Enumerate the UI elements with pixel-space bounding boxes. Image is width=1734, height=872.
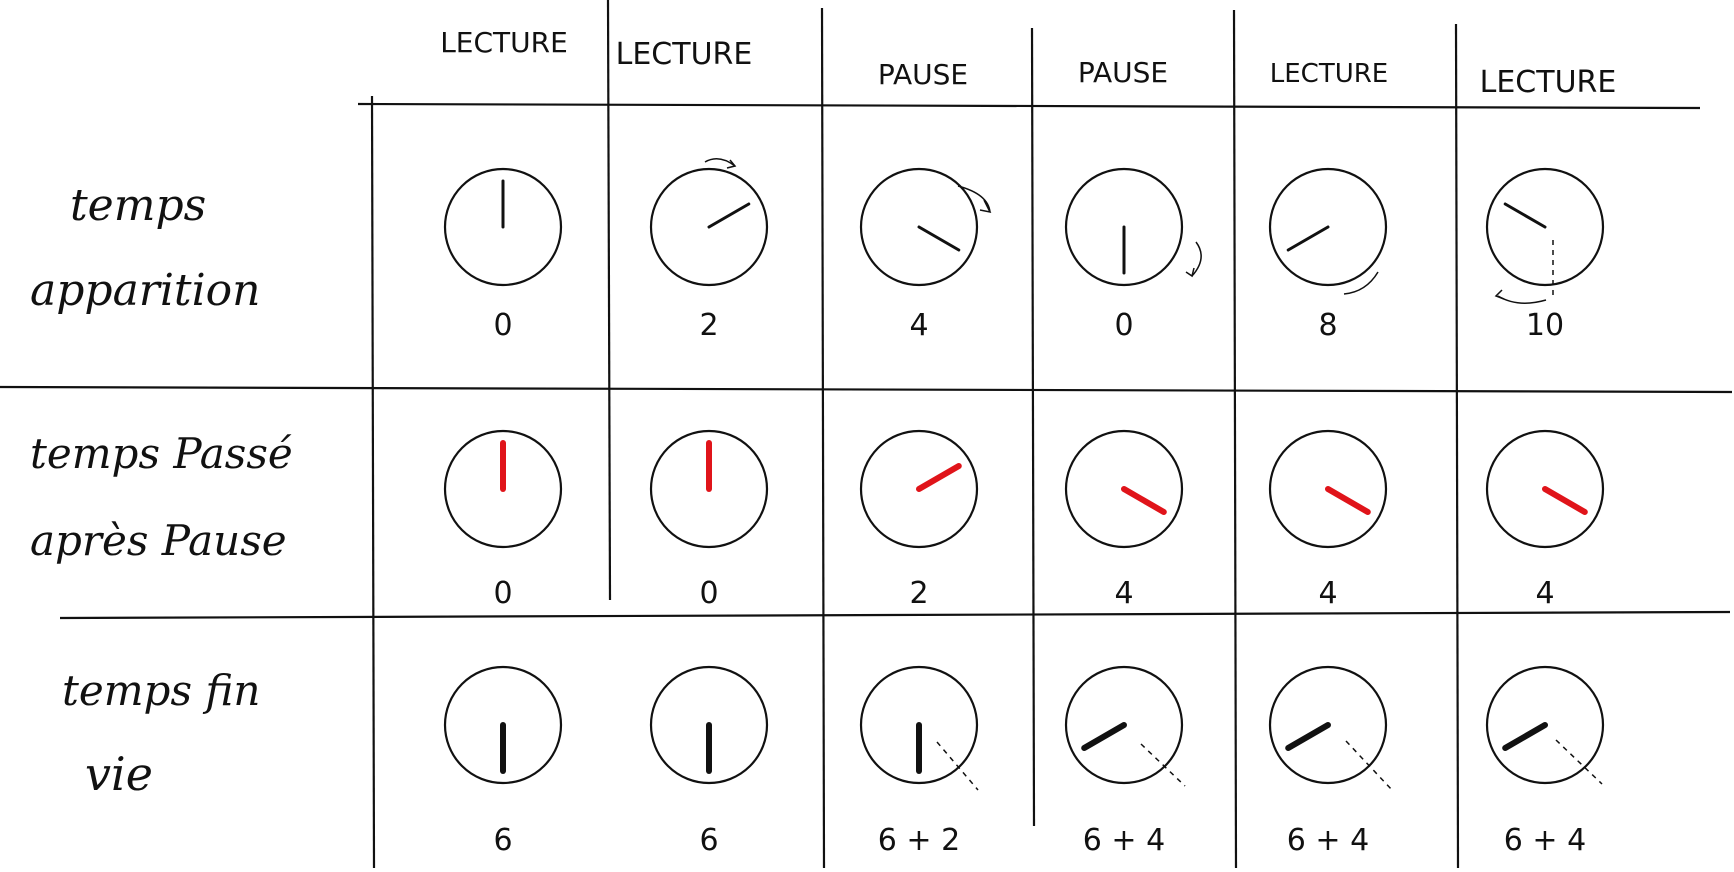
column-headers: LECTURE LECTURE PAUSE PAUSE LECTURE LECT… <box>440 26 1616 100</box>
clock-hand <box>1503 202 1547 229</box>
dashed-guide <box>1345 740 1393 791</box>
clock-hand <box>1081 722 1127 751</box>
rotation-arrow-icon <box>704 158 736 167</box>
row-label-pause-line1: temps Passé <box>30 429 293 478</box>
clock-dial-icon <box>443 665 563 785</box>
clock-value: 6 + 2 <box>878 823 960 858</box>
clock-dial-icon <box>1064 665 1184 785</box>
row-labels: temps apparition temps Passé après Pause… <box>30 180 293 801</box>
clock-value: 4 <box>1535 576 1554 611</box>
clock-dial-icon <box>649 429 769 549</box>
dashed-guide <box>1140 743 1186 787</box>
clock-dial-icon <box>859 665 979 785</box>
clock-dial-icon <box>1268 665 1388 785</box>
row-label-apparition-line1: temps <box>70 180 206 231</box>
clock-hand <box>1542 486 1588 515</box>
clock-hand <box>1121 486 1167 515</box>
column-header: PAUSE <box>878 58 968 91</box>
annotations <box>704 158 1603 791</box>
clock-dial-icon <box>859 429 979 549</box>
clock-value: 0 <box>699 576 718 611</box>
rotation-arrow-icon <box>1497 295 1547 304</box>
clock-value: 4 <box>909 308 928 343</box>
clock-grid: 0 2 4 0 8 10 0 0 2 4 4 4 6 6 6 + 2 6 + 4 6 + 4 6 + 4 <box>443 167 1605 858</box>
rotation-arrow-icon <box>1191 241 1202 277</box>
clock-hand <box>1325 486 1371 515</box>
row-label-pause-line2: après Pause <box>30 516 287 565</box>
clock-value: 0 <box>493 576 512 611</box>
row-label-fin-vie-line1: temps fin <box>62 666 260 715</box>
clock-dial-icon <box>1485 167 1605 287</box>
column-header: LECTURE <box>1480 65 1617 100</box>
column-header: LECTURE <box>1270 59 1388 89</box>
clock-value: 2 <box>699 308 718 343</box>
clock-dial-icon <box>443 429 563 549</box>
rotation-arrow-icon <box>1343 271 1379 295</box>
column-header: PAUSE <box>1078 56 1168 89</box>
clock-dial-icon <box>649 665 769 785</box>
row-label-apparition-line2: apparition <box>30 265 260 316</box>
clock-value: 2 <box>909 576 928 611</box>
clock-value: 4 <box>1114 576 1133 611</box>
rotation-arrow-icon <box>979 199 992 214</box>
column-header: LECTURE <box>440 26 568 59</box>
clock-value: 6 + 4 <box>1287 823 1369 858</box>
dashed-guide <box>936 741 979 791</box>
clock-value: 0 <box>493 308 512 343</box>
clock-value: 6 <box>493 823 512 858</box>
clock-value: 6 <box>699 823 718 858</box>
clock-hand <box>707 202 751 229</box>
rotation-arrow-icon <box>1185 267 1195 278</box>
clock-dial-icon <box>1064 167 1184 287</box>
clock-dial-icon <box>1064 429 1184 549</box>
clock-dial-icon <box>1485 429 1605 549</box>
clock-value: 4 <box>1318 576 1337 611</box>
clock-dial-icon <box>1268 167 1388 287</box>
column-header: LECTURE <box>616 37 753 72</box>
rotation-arrow-icon <box>726 159 737 169</box>
clock-dial-icon <box>649 167 769 287</box>
rotation-arrow-icon <box>1494 289 1505 300</box>
clock-dial-icon <box>443 167 563 287</box>
clock-value: 0 <box>1114 308 1133 343</box>
clock-value: 10 <box>1526 308 1564 343</box>
clock-value: 6 + 4 <box>1083 823 1165 858</box>
clock-dial-icon <box>1485 665 1605 785</box>
dashed-guide <box>1555 739 1603 785</box>
row-label-fin-vie-line2: vie <box>85 747 153 801</box>
clock-hand <box>916 463 962 492</box>
clock-value: 6 + 4 <box>1504 823 1586 858</box>
clock-hand <box>1502 722 1548 751</box>
clock-dial-icon <box>1268 429 1388 549</box>
clock-hand <box>917 225 961 252</box>
clock-hand <box>1285 722 1331 751</box>
clock-hand <box>1286 225 1330 252</box>
clock-value: 8 <box>1318 308 1337 343</box>
clock-dial-icon <box>859 167 979 287</box>
